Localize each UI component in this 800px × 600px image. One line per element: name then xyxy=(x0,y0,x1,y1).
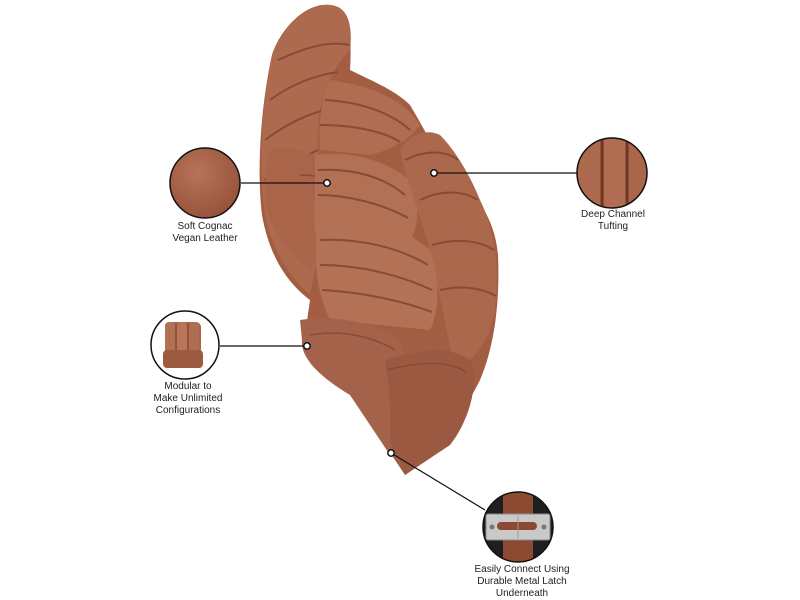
curved-sofa xyxy=(259,4,499,475)
callout-latch-line-2: Durable Metal Latch xyxy=(477,576,567,587)
callout-cognac-line-2: Vegan Leather xyxy=(172,233,238,244)
callout-latch-line-1: Easily Connect Using xyxy=(474,564,570,575)
callout-modular-label: Modular to Make Unlimited Configurations xyxy=(138,381,238,417)
callout-tufting-line-1: Deep Channel xyxy=(581,209,645,220)
callout-modular-line-2: Make Unlimited xyxy=(153,393,223,404)
metal-latch-icon xyxy=(482,491,554,563)
channel-tufting-icon xyxy=(576,137,648,209)
callout-cognac-label: Soft Cognac Vegan Leather xyxy=(160,221,250,245)
callout-lines xyxy=(220,172,577,511)
callout-modular-line-3: Configurations xyxy=(155,405,221,416)
callout-latch-line-3: Underneath xyxy=(495,588,549,599)
callout-modular-line-1: Modular to xyxy=(164,381,212,392)
callout-tufting-label: Deep Channel Tufting xyxy=(568,209,658,233)
callout-latch-label: Easily Connect Using Durable Metal Latch… xyxy=(462,564,582,600)
leather-swatch-icon xyxy=(169,147,241,219)
callout-tufting-line-2: Tufting xyxy=(597,221,629,232)
anchor-dots xyxy=(303,169,438,457)
callout-cognac-line-1: Soft Cognac xyxy=(177,221,233,232)
modular-chair-icon xyxy=(150,310,220,380)
